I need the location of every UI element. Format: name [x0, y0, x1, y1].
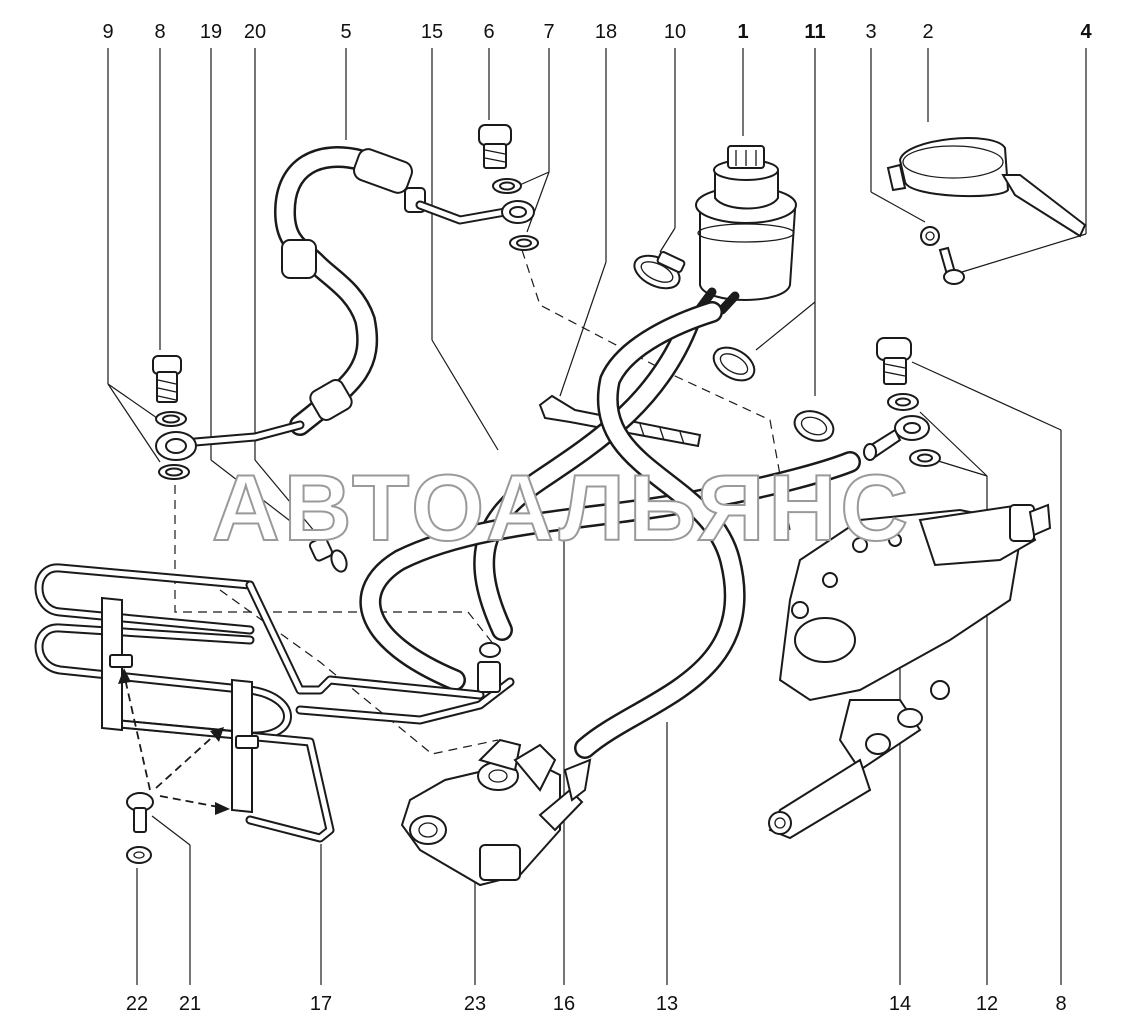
reservoir-1: [690, 145, 797, 320]
hose-16: [359, 451, 861, 691]
callout-13: 13: [656, 993, 678, 1015]
callout-23: 23: [464, 993, 486, 1015]
callout-17: 17: [310, 993, 332, 1015]
callout-11: 11: [804, 21, 825, 43]
watermark-text: АВТОАЛЬЯНС: [212, 455, 912, 560]
reservoir-bracket: [886, 137, 1087, 285]
callout-15: 15: [421, 21, 443, 43]
hose-15: [473, 309, 701, 641]
callout-20: 20: [244, 21, 266, 43]
callout-7: 7: [543, 21, 554, 43]
callout-18: 18: [595, 21, 617, 43]
callout-5: 5: [340, 21, 351, 43]
hose-clamps: [633, 251, 835, 442]
callout-21: 21: [179, 993, 201, 1015]
callout-14: 14: [889, 993, 911, 1015]
oil-cooler-17: [34, 563, 515, 843]
steering-gear: [768, 503, 1052, 840]
callout-16: 16: [553, 993, 575, 1015]
callout-10: 10: [664, 21, 686, 43]
bolt-21: [126, 792, 154, 833]
fittings-right: [863, 337, 941, 467]
callout-19: 19: [200, 21, 222, 43]
pump-23: [400, 738, 592, 887]
hose-5: [190, 146, 510, 447]
callout-9: 9: [102, 21, 113, 43]
fittings-top-center: [478, 124, 539, 251]
callout-2: 2: [922, 21, 933, 43]
callout-4: 4: [1080, 21, 1092, 43]
bolt-21-arrows: [118, 668, 230, 815]
fittings-left: [152, 355, 348, 573]
callout-8-top: 8: [154, 21, 165, 43]
callout-3: 3: [865, 21, 876, 43]
callout-6: 6: [483, 21, 494, 43]
washer-22: [126, 846, 152, 864]
hose-13: [574, 301, 746, 759]
callout-1: 1: [737, 21, 748, 43]
callout-22: 22: [126, 993, 148, 1015]
callout-12: 12: [976, 993, 998, 1015]
callout-8-bottom: 8: [1055, 993, 1066, 1015]
callout-labels: 9 8 19 20 5 15 6 7 18 10 1 11 3 2 4 22 2…: [102, 21, 1092, 1015]
